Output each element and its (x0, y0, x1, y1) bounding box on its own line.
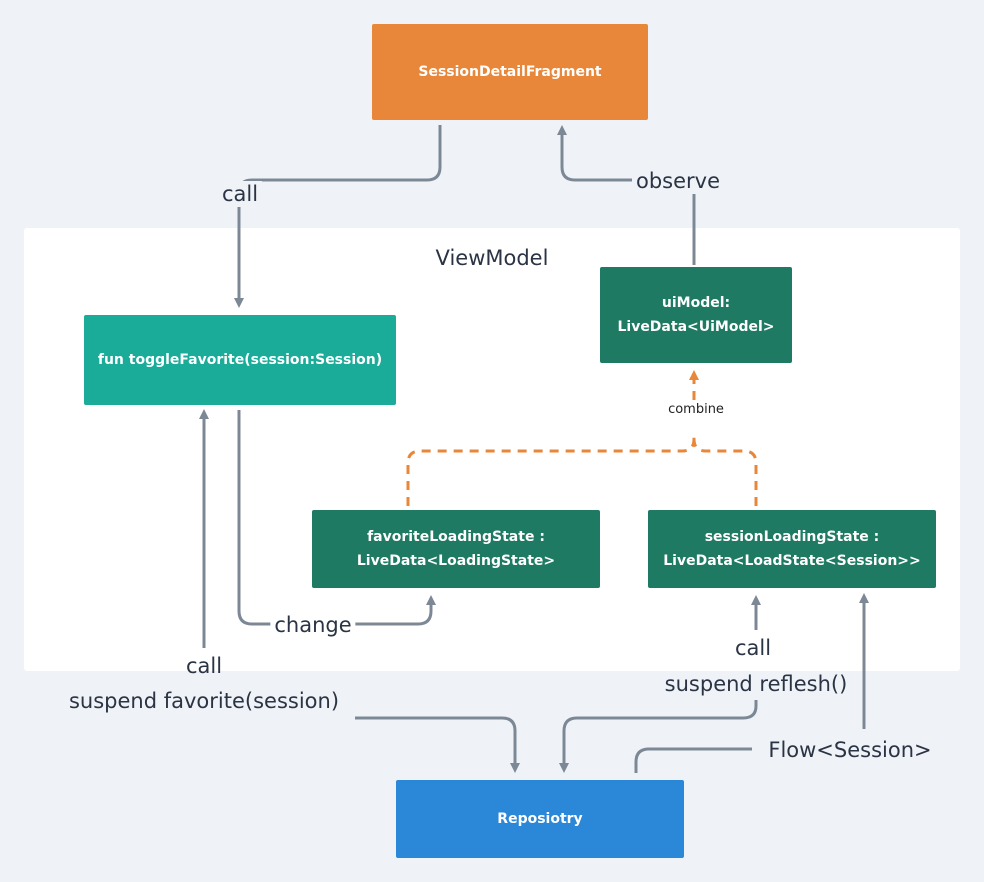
flow-session-label: Flow<Session> (768, 738, 932, 762)
session-state-label-2: LiveData<LoadState<Session>> (663, 553, 921, 569)
viewmodel-title: ViewModel (435, 246, 549, 270)
favorite-loading-state-node: favoriteLoadingState : LiveData<LoadingS… (312, 510, 600, 588)
edge-combine-favorite (406, 432, 696, 506)
repository-node: Reposiotry (396, 780, 684, 858)
edge-call-fragment-to-toggle (234, 125, 442, 308)
call-label-left: call (185, 654, 223, 678)
edge-observe-uimodel-to-fragment (557, 125, 696, 265)
edge-reflesh-to-repository (559, 700, 758, 773)
edge-flow-repository-to-session (634, 747, 752, 773)
call-label-right: call (734, 636, 772, 660)
session-detail-fragment-node: SessionDetailFragment (372, 24, 648, 120)
ui-model-label-2: LiveData<UiModel> (617, 319, 775, 335)
ui-model-label-1: uiModel: (661, 295, 731, 311)
favorite-state-label-2: LiveData<LoadingState> (356, 553, 556, 569)
edge-combine-session (692, 438, 758, 506)
fragment-label: SessionDetailFragment (418, 64, 602, 80)
suspend-reflesh-label: suspend reflesh() (664, 672, 848, 696)
combine-label: combine (666, 402, 726, 418)
session-state-label-1: sessionLoadingState : (704, 529, 880, 545)
toggle-favorite-label: fun toggleFavorite(session:Session) (97, 352, 383, 368)
change-label: change (270, 612, 356, 638)
toggle-favorite-node: fun toggleFavorite(session:Session) (84, 315, 396, 405)
repository-label: Reposiotry (497, 811, 583, 827)
edge-favorite-to-repository (355, 716, 520, 773)
suspend-favorite-label: suspend favorite(session) (68, 689, 340, 713)
session-loading-state-node: sessionLoadingState : LiveData<LoadState… (648, 510, 936, 588)
ui-model-node: uiModel: LiveData<UiModel> (600, 267, 792, 363)
call-label-top: call (217, 181, 263, 207)
favorite-state-label-1: favoriteLoadingState : (367, 529, 545, 545)
observe-label: observe (631, 168, 725, 194)
